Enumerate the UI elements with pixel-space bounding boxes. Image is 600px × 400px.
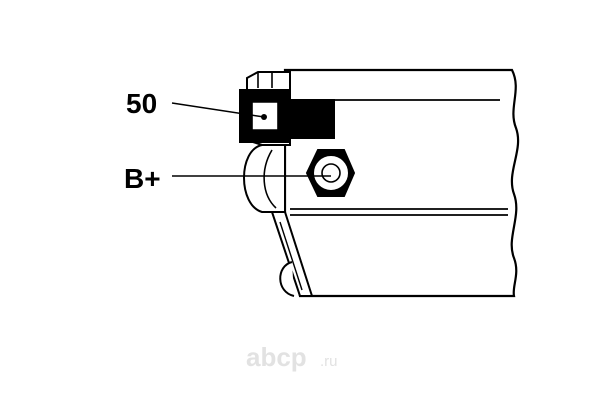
- leader-line-50: [171, 102, 265, 118]
- terminal-boss-inner: [263, 149, 277, 209]
- watermark-tld: .ru: [320, 353, 338, 370]
- label-terminal-50: 50: [126, 88, 157, 119]
- label-terminal-b-plus: B+: [124, 163, 161, 194]
- mounting-bolt: [279, 261, 295, 297]
- housing-skirt-edge: [279, 221, 303, 291]
- housing-outline: [283, 68, 520, 298]
- b-plus-stud: [321, 163, 341, 183]
- watermark-text: abcp: [246, 342, 307, 372]
- terminal-housing-ridge: [257, 72, 273, 88]
